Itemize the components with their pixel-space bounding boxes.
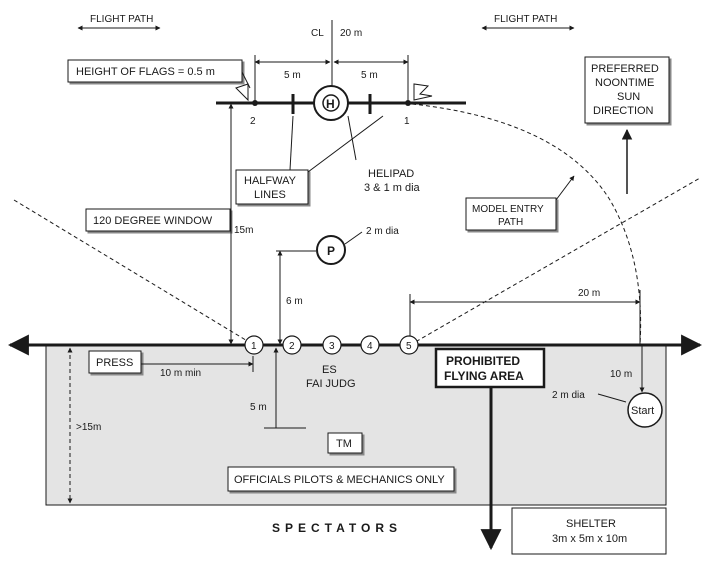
- sun-direction-box: [584, 56, 670, 124]
- flag-2-label: 2: [250, 116, 256, 127]
- flag-2-icon: [235, 83, 249, 102]
- centerline-label: CL: [311, 28, 324, 39]
- five-m-right-label: 5 m: [361, 70, 378, 81]
- model-entry-label-2: PATH: [498, 217, 523, 228]
- tm-label: TM: [336, 438, 352, 450]
- p-circle: [316, 235, 346, 265]
- two-m-dia-start-label: 2 m dia: [552, 390, 585, 401]
- shelter-label-2: 3m x 5m x 10m: [552, 533, 627, 545]
- judge-position-circle: [360, 335, 380, 355]
- p-circle-label: P: [327, 244, 335, 258]
- p-dia-pointer: [344, 231, 363, 245]
- ten-m-label: 10 m: [610, 369, 632, 380]
- sun-label-2: NOONTIME: [595, 77, 654, 89]
- judge-position-circle: [282, 335, 302, 355]
- shelter-label-1: SHELTER: [566, 518, 616, 530]
- fifteen-m-label: 15m: [234, 225, 253, 236]
- judge-position-label: 1: [251, 341, 257, 352]
- flag-1-label: 1: [404, 116, 410, 127]
- model-entry-box: [465, 197, 557, 231]
- prohibited-label-1: PROHIBITED: [446, 354, 520, 368]
- halfway-lines-label-1: HALFWAY: [244, 175, 297, 187]
- window-120-label: 120 DEGREE WINDOW: [93, 215, 213, 227]
- prohibited-label-2: FLYING AREA: [444, 369, 524, 383]
- height-of-flags-pointer: [241, 71, 251, 89]
- gt-15m-label: >15m: [76, 422, 101, 433]
- flag-1-icon: [413, 83, 433, 101]
- twenty-m-top-label: 20 m: [340, 28, 362, 39]
- model-entry-label-1: MODEL ENTRY: [472, 204, 544, 215]
- flight-path-label-left: FLIGHT PATH: [90, 14, 153, 25]
- twenty-m-right-label: 20 m: [578, 288, 600, 299]
- es-label: ES: [322, 364, 337, 376]
- two-m-dia-p-label: 2 m dia: [366, 226, 399, 237]
- five-m-left-label: 5 m: [284, 70, 301, 81]
- officials-box: [227, 466, 455, 492]
- press-box: [88, 350, 142, 374]
- start-dia-pointer: [597, 393, 627, 403]
- sun-label-1: PREFERRED: [591, 63, 659, 75]
- judge-position-circle: [322, 335, 342, 355]
- tm-box: [327, 432, 363, 454]
- window-line-left: [13, 199, 255, 346]
- halfway-pointer-right: [307, 115, 384, 173]
- flag-post-1: [405, 100, 411, 106]
- height-of-flags-box: [67, 59, 243, 83]
- helipad-label-1: HELIPAD: [368, 168, 414, 180]
- judge-position-circle: [399, 335, 419, 355]
- judge-position-circle: [244, 335, 264, 355]
- judge-position-label: 5: [406, 341, 412, 352]
- sun-label-3: SUN: [617, 91, 640, 103]
- ten-m-min-label: 10 m min: [160, 368, 201, 379]
- helipad-h-icon: H: [326, 97, 335, 111]
- sun-label-4: DIRECTION: [593, 105, 654, 117]
- halfway-pointer-left: [289, 115, 294, 171]
- halfway-lines-box: [235, 169, 309, 205]
- press-label: PRESS: [96, 357, 133, 369]
- judge-position-label: 4: [367, 341, 373, 352]
- five-m-lower-label: 5 m: [250, 402, 267, 413]
- flag-post-2: [252, 100, 258, 106]
- halfway-lines-label-2: LINES: [254, 189, 286, 201]
- helipad-pointer: [347, 115, 357, 161]
- officials-label: OFFICIALS PILOTS & MECHANICS ONLY: [234, 474, 445, 486]
- helipad-label-2: 3 & 1 m dia: [364, 182, 421, 194]
- shelter-box: [511, 507, 667, 555]
- judge-position-label: 3: [329, 341, 335, 352]
- judge-positions: 1 2 3 4 5: [244, 335, 419, 355]
- height-of-flags-label: HEIGHT OF FLAGS = 0.5 m: [76, 66, 215, 78]
- judge-position-label: 2: [289, 341, 295, 352]
- model-entry-pointer: [555, 175, 575, 201]
- fai-judg-label: FAI JUDG: [306, 378, 356, 390]
- start-label: Start: [631, 405, 654, 417]
- start-circle: [627, 392, 663, 428]
- flight-path-label-right: FLIGHT PATH: [494, 14, 557, 25]
- spectators-label: SPECTATORS: [272, 521, 402, 535]
- model-entry-path: [411, 103, 642, 346]
- prohibited-box: [434, 347, 546, 389]
- six-m-label: 6 m: [286, 296, 303, 307]
- helipad-inner: [322, 94, 340, 112]
